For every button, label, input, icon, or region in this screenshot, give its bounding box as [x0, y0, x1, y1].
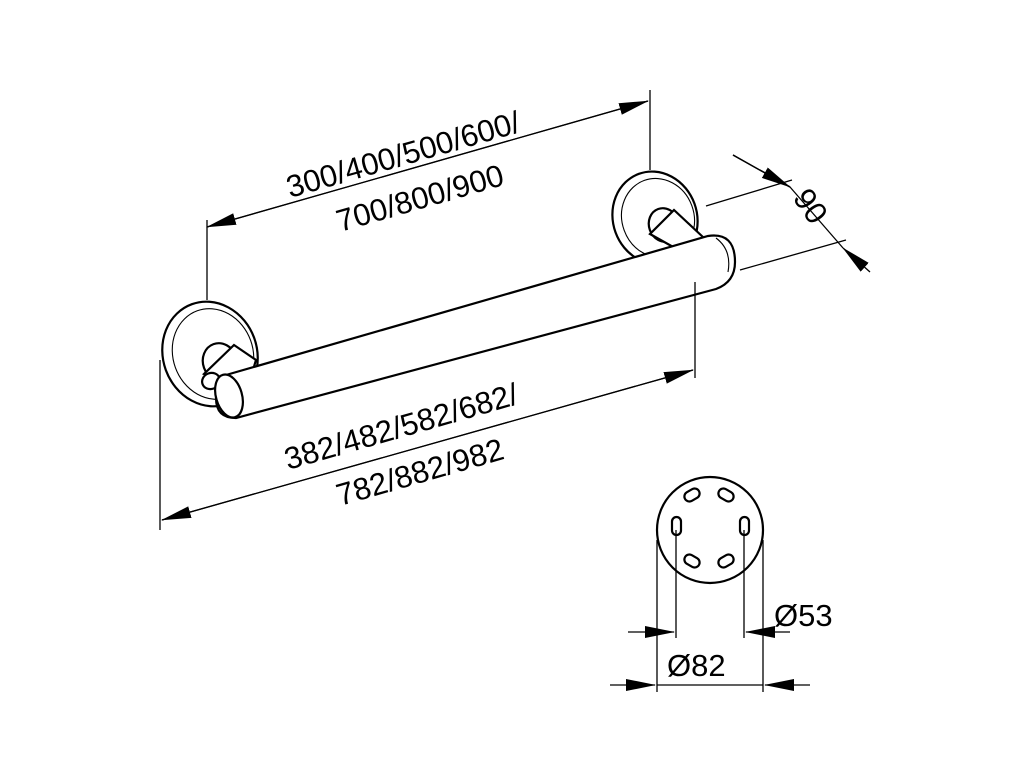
- outer-diameter-dimension: [610, 540, 810, 692]
- grab-bar-view: [161, 170, 737, 420]
- length-dimension: [206, 90, 651, 300]
- projection-dimension: [705, 154, 871, 273]
- mounting-hole-slots: [670, 487, 751, 569]
- flange-detail: [655, 475, 765, 585]
- outer-diameter-label: Ø82: [667, 648, 726, 683]
- overall-dimension: [159, 282, 696, 530]
- inner-diameter-label: Ø53: [774, 598, 833, 633]
- right-flange: [611, 170, 706, 266]
- grab-bar-tube: [214, 234, 737, 420]
- inner-diameter-dimension: [628, 530, 790, 638]
- projection-label: 90: [786, 182, 834, 230]
